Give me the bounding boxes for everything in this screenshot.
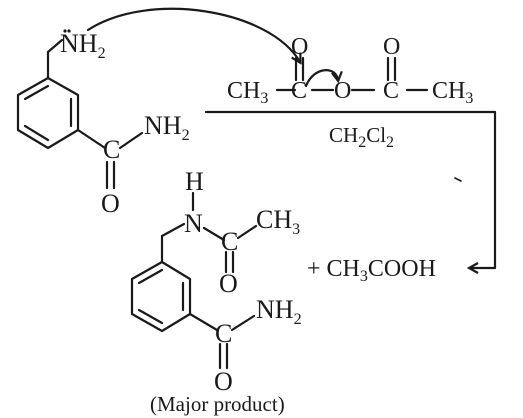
reactant-ch2-n-bond <box>46 38 64 54</box>
product-amide-o-label: O <box>214 367 233 396</box>
product-c-ch3-bond <box>236 224 258 240</box>
solvent-label: CH2Cl2 <box>329 123 394 151</box>
product-n-label: N <box>184 209 203 238</box>
reactant-amide-nh2-label: NH2 <box>144 111 190 144</box>
nucleophilic-attack-arrow <box>86 7 300 62</box>
reaction-arrow-turn <box>470 110 497 268</box>
reactant-c-nh2-bond <box>118 131 144 150</box>
reactant-carbonyl-c-label: C <box>103 135 120 164</box>
reactant-ring-carbonyl-bond <box>76 128 107 150</box>
anhydride-left-o: O <box>291 34 308 60</box>
acetic-anhydride <box>275 56 429 92</box>
product-c-nh2-bond <box>230 314 256 332</box>
stray-mark <box>454 177 462 182</box>
product-amide-nh2-label: NH2 <box>256 295 302 328</box>
product-ring-double-bond <box>137 268 164 285</box>
product-ring-double-bond <box>137 308 164 325</box>
lone-pair-dot <box>63 29 67 33</box>
anhydride-left-c: C <box>291 78 307 104</box>
electron-push-arrow <box>304 69 338 88</box>
reactant-molecule <box>16 38 144 190</box>
reactant-amine-label: NH2 <box>60 29 106 62</box>
anhydride-bridge-o: O <box>334 78 351 104</box>
anhydride-left-methyl: CH3 <box>227 78 268 107</box>
lone-pair-dot <box>67 29 71 33</box>
product-molecule <box>130 191 258 370</box>
product-acyl-c-label: C <box>221 227 238 256</box>
product-methyl-label: CH3 <box>256 205 300 238</box>
product-caption: (Major product) <box>150 392 285 416</box>
reactant-carbonyl-o-label: O <box>101 189 120 218</box>
anhydride-right-o: O <box>383 34 400 60</box>
product-ring-carbonyl-bond <box>188 312 219 332</box>
product-acyl-o-label: O <box>219 269 238 298</box>
anhydride-right-methyl: CH3 <box>432 78 473 107</box>
product-amide-c-label: C <box>215 319 232 348</box>
product-ch2-n-bond <box>160 222 186 238</box>
reactant-benzene-ring <box>16 76 80 150</box>
product-n-c-bond <box>202 226 226 242</box>
reactant-ring-double-bond <box>23 84 50 101</box>
reactant-ring-double-bond <box>23 124 50 142</box>
byproduct-label: + CH3COOH <box>307 256 436 285</box>
anhydride-right-c: C <box>383 78 399 104</box>
product-h-label: H <box>185 167 204 196</box>
product-benzene-ring <box>130 260 192 333</box>
